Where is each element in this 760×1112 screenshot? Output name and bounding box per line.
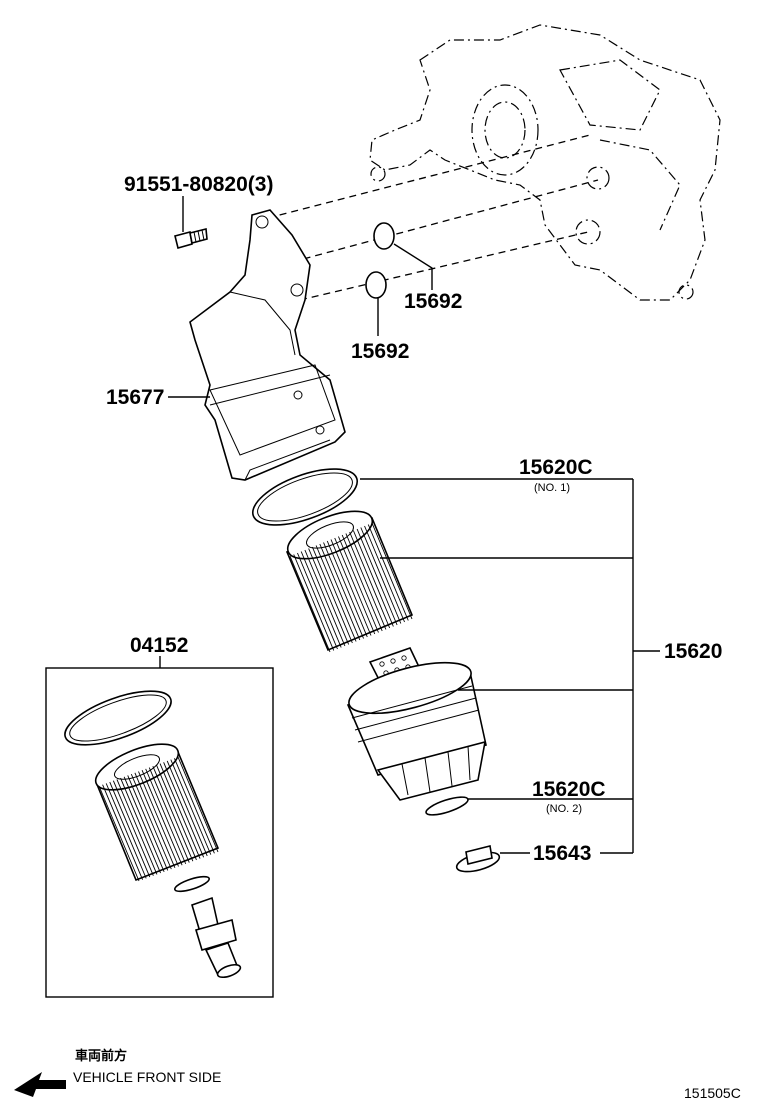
bracket-part — [189, 209, 346, 481]
engine-block-outline — [369, 24, 721, 301]
pleat-line — [334, 537, 376, 635]
bracket-part-number: 15677 — [106, 386, 164, 409]
pleat-line — [308, 548, 350, 645]
pleat-line — [352, 530, 394, 627]
gasket-no2-part-number: 15620C — [532, 778, 606, 801]
element-kit-box — [45, 667, 274, 998]
element-kit-small-gasket — [174, 875, 210, 893]
oring-lower-part-number: 15692 — [351, 340, 409, 363]
pleat-line — [367, 524, 409, 621]
assembly-bracket — [632, 479, 660, 853]
gasket-no1-part — [251, 468, 359, 526]
pleat-line — [356, 528, 398, 626]
pleat-line — [166, 760, 208, 857]
pleat-line — [371, 522, 413, 620]
pleat-line — [127, 775, 169, 871]
pleat-line — [293, 554, 335, 651]
pleat-line — [338, 536, 379, 633]
element-kit-drain-valve — [191, 896, 242, 979]
pleat-line — [300, 551, 342, 648]
pleat-line — [341, 534, 383, 632]
pleat-line — [364, 525, 405, 623]
vehicle-front-english: VEHICLE FRONT SIDE — [73, 1069, 221, 1085]
pleat-line — [326, 540, 368, 638]
pleat-line — [116, 779, 158, 875]
gasket-no2-sub-label: (NO. 2) — [546, 803, 582, 815]
pleat-line — [349, 531, 391, 629]
pleat-line — [98, 785, 140, 882]
pleat-line — [330, 539, 372, 636]
pleat-line — [120, 777, 161, 874]
pleat-line — [360, 527, 402, 624]
filter-cap-part — [346, 647, 487, 801]
pleat-line — [152, 766, 194, 862]
oring-upper-part-number: 15692 — [404, 290, 462, 313]
element-kit-part-number: 04152 — [130, 634, 188, 657]
pleat-line — [315, 545, 357, 642]
bolt-part — [174, 227, 208, 249]
strainer-hole — [390, 658, 396, 664]
pleat-line — [123, 776, 165, 872]
oring-upper-leader — [393, 243, 433, 290]
pleat-line — [148, 767, 190, 863]
pleat-line — [170, 759, 212, 855]
drawing-code: 151505C — [684, 1085, 741, 1101]
pleat-line — [109, 781, 151, 878]
pleat-line — [112, 780, 154, 876]
filter-element-part — [285, 510, 414, 653]
vehicle-front-arrow-icon — [14, 1072, 66, 1097]
pleat-line — [156, 764, 197, 861]
drain-plug-part-number: 15643 — [533, 842, 591, 865]
pleat-line — [311, 546, 353, 644]
pleat-line — [323, 542, 364, 639]
element-kit-filter — [94, 743, 220, 882]
oring-upper-part — [373, 222, 395, 250]
pleat-line — [319, 543, 361, 641]
vehicle-front-japanese: 車両前方 — [75, 1048, 127, 1064]
pleat-line — [297, 552, 338, 650]
gasket-no1-part-number: 15620C — [519, 456, 593, 479]
pleat-line — [159, 763, 201, 859]
pleat-line — [105, 783, 147, 879]
pleat-line — [130, 773, 172, 870]
pleat-line — [138, 771, 179, 867]
pleat-line — [345, 533, 387, 630]
pleat-line — [141, 770, 183, 866]
pleat-line — [177, 756, 219, 853]
pleat-line — [304, 549, 346, 647]
pleat-line — [289, 555, 331, 653]
alignment-lines — [267, 134, 599, 301]
drain-plug-part — [455, 845, 501, 873]
pleat-line — [163, 762, 205, 858]
pleat-line — [145, 768, 187, 865]
oring-lower-part — [365, 271, 387, 299]
strainer-hole — [379, 661, 385, 667]
strainer-hole — [401, 655, 407, 661]
pleat-line — [173, 758, 215, 854]
pleat-line — [134, 772, 176, 868]
bolt-part-number: 91551-80820(3) — [124, 173, 273, 196]
gasket-no1-sub-label: (NO. 1) — [534, 482, 570, 494]
element-kit-gasket — [64, 690, 172, 746]
filter-assy-part-number: 15620 — [664, 640, 722, 663]
gasket-no2-part — [425, 796, 469, 816]
pleat-line — [102, 784, 144, 880]
